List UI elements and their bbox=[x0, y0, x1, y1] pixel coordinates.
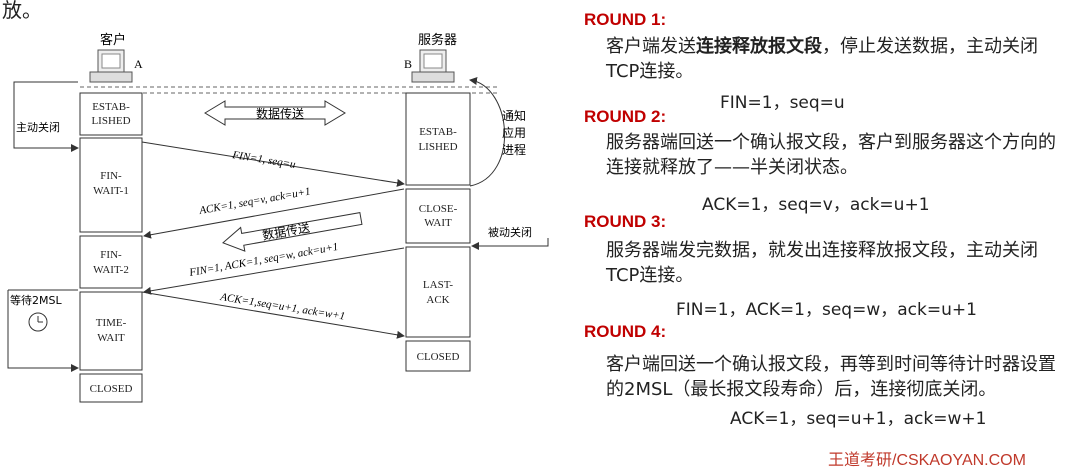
server-state-text: LAST- bbox=[423, 279, 453, 291]
client-state-text: LISHED bbox=[91, 115, 130, 127]
server-computer-icon bbox=[411, 49, 455, 83]
client-letter: A bbox=[134, 57, 143, 71]
round-description: 服务器端发完数据，就发出连接释放报文段，主动关闭TCP连接。 bbox=[606, 240, 1038, 286]
data-transfer-arrow-icon bbox=[204, 100, 346, 126]
passive-close-label: 被动关闭 bbox=[488, 225, 532, 239]
server-state-text: WAIT bbox=[424, 217, 452, 229]
client-state-time-wait bbox=[79, 291, 143, 371]
round-formula: FIN=1，seq=u bbox=[720, 93, 845, 113]
notify-app-label: 应用 bbox=[502, 125, 526, 140]
round-title: ROUND 4: bbox=[584, 322, 667, 341]
client-state-text: ESTAB- bbox=[92, 101, 130, 113]
client-label: 客户 bbox=[100, 32, 126, 47]
server-label: 服务器 bbox=[418, 32, 457, 47]
round-description: 客户端回送一个确认报文段，再等到时间等待计时器设置的2MSL（最长报文段寿命）后… bbox=[606, 354, 1056, 400]
client-state-fin-wait-1 bbox=[79, 137, 143, 233]
client-state-text: FIN- bbox=[100, 170, 122, 182]
server-state-established bbox=[405, 92, 471, 186]
round-text: 客户端发送 bbox=[606, 36, 696, 57]
data-transfer-left-arrow-icon: 数据传送 bbox=[222, 212, 363, 252]
explanation-panel: ROUND 1: 客户端发送连接释放报文段，停止发送数据，主动关闭TCP连接。 … bbox=[584, 0, 1080, 464]
client-state-established bbox=[79, 92, 143, 136]
server-letter: B bbox=[404, 57, 412, 71]
client-state-text: WAIT bbox=[97, 332, 125, 344]
round-formula: ACK=1，seq=v，ack=u+1 bbox=[702, 195, 930, 215]
active-close-label: 主动关闭 bbox=[16, 120, 60, 134]
server-state-text: LISHED bbox=[418, 141, 457, 153]
client-state-fin-wait-2 bbox=[79, 235, 143, 289]
client-state-text: TIME- bbox=[96, 317, 127, 329]
client-state-text: WAIT-1 bbox=[93, 185, 129, 197]
clock-icon bbox=[28, 312, 48, 332]
notify-app-label: 进程 bbox=[502, 142, 526, 157]
client-state-text: FIN- bbox=[100, 249, 122, 261]
round-formula: FIN=1，ACK=1，seq=w，ack=u+1 bbox=[676, 300, 977, 320]
client-state-text: WAIT-2 bbox=[93, 264, 129, 276]
round-text: ，停止发送数据，主动关闭TCP连接。 bbox=[606, 36, 1038, 82]
round-description: 客户端发送连接释放报文段，停止发送数据，主动关闭TCP连接。 bbox=[606, 34, 1056, 84]
segment-label: FIN=1, seq=u bbox=[231, 149, 297, 171]
round-title: ROUND 1: bbox=[584, 10, 667, 29]
truncated-text: 放。 bbox=[2, 0, 42, 22]
client-state-text: CLOSED bbox=[90, 383, 133, 395]
data-transfer-label: 数据传送 bbox=[256, 106, 304, 121]
server-state-text: ACK bbox=[426, 294, 449, 306]
server-state-text: CLOSED bbox=[417, 351, 460, 363]
round-description: 服务器端回送一个确认报文段，客户到服务器这个方向的连接就释放了——半关闭状态。 bbox=[606, 132, 1056, 178]
server-state-closed bbox=[405, 340, 471, 372]
tcp-teardown-diagram: 客户 服务器 A B ESTAB- LISHED FIN- WAIT-1 FIN… bbox=[7, 32, 549, 403]
server-state-close-wait bbox=[405, 188, 471, 244]
server-state-last-ack bbox=[405, 246, 471, 338]
data-transfer-label-2: 数据传送 bbox=[261, 220, 311, 243]
server-state-text: CLOSE- bbox=[419, 203, 458, 215]
round-title: ROUND 3: bbox=[584, 212, 667, 231]
client-state-closed bbox=[79, 373, 143, 403]
round-text-bold: 连接释放报文段 bbox=[696, 36, 822, 57]
segment-label: ACK=1, seq=v, ack=u+1 bbox=[197, 186, 311, 218]
brand-watermark: 王道考研/CSKAOYAN.COM bbox=[828, 452, 1026, 469]
server-state-text: ESTAB- bbox=[419, 126, 457, 138]
segment-label: ACK=1,seq=u+1, ack=w+1 bbox=[219, 291, 346, 323]
segment-label: FIN=1, ACK=1, seq=w, ack=u+1 bbox=[187, 241, 339, 279]
wait-2msl-label: 等待2MSL bbox=[10, 293, 62, 307]
round-title: ROUND 2: bbox=[584, 107, 667, 126]
notify-app-label: 通知 bbox=[502, 109, 526, 123]
client-computer-icon bbox=[89, 49, 133, 83]
round-formula: ACK=1，seq=u+1，ack=w+1 bbox=[730, 409, 987, 429]
